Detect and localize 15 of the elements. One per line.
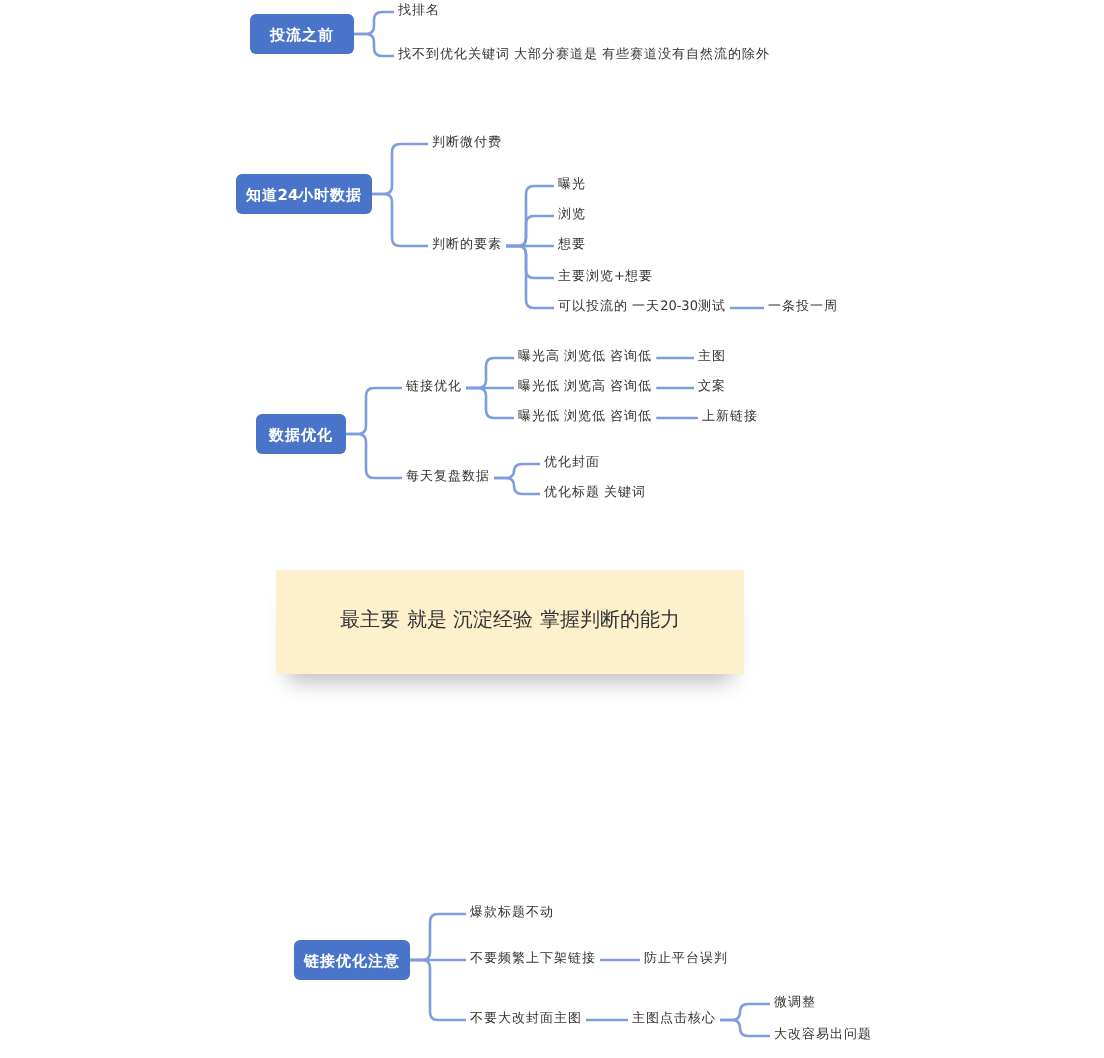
note-card: 最主要 就是 沉淀经验 掌握判断的能力 <box>276 570 744 674</box>
connector-line <box>729 306 764 310</box>
connector-line <box>466 386 514 420</box>
connector-line <box>656 386 694 390</box>
connector-line <box>600 958 640 962</box>
connector-line <box>656 416 698 420</box>
connector-line <box>372 192 428 248</box>
connector-line <box>506 244 554 310</box>
connector-line <box>410 958 466 1022</box>
connector-line <box>720 1018 770 1038</box>
connector-line <box>494 476 540 496</box>
connector-line <box>586 1018 628 1022</box>
connector-line <box>656 356 694 360</box>
connector-line <box>354 32 394 58</box>
connector-line <box>346 432 402 480</box>
